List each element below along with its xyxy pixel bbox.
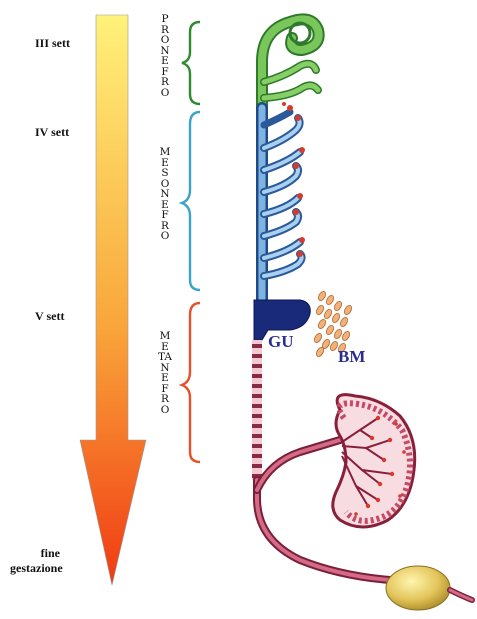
bladder — [386, 566, 472, 610]
brace-mesonefro — [182, 112, 200, 290]
ureter-to-kidney — [257, 440, 340, 490]
degenerating-duct — [252, 340, 262, 480]
label-bm: BM — [338, 347, 365, 367]
stage-metanefro: METANEFRO — [158, 331, 172, 415]
kidney — [333, 395, 415, 527]
end-label-line2: gestazione — [10, 561, 63, 575]
week-label-5: V sett — [35, 309, 64, 324]
end-label: fine gestazione — [38, 546, 63, 576]
stage-mesonefro: MESONEFRO — [158, 147, 172, 242]
end-label-line1: fine — [41, 546, 60, 560]
pronephros — [262, 19, 319, 108]
week-label-3: III sett — [35, 36, 70, 51]
time-arrow — [80, 15, 146, 585]
week-label-4: IV sett — [35, 125, 69, 140]
stage-pronefro: PRONEFRO — [158, 14, 172, 98]
brace-metanefro — [182, 303, 200, 462]
label-gu: GU — [268, 332, 294, 352]
brace-pronefro — [182, 22, 200, 104]
mesonephros — [262, 108, 302, 305]
